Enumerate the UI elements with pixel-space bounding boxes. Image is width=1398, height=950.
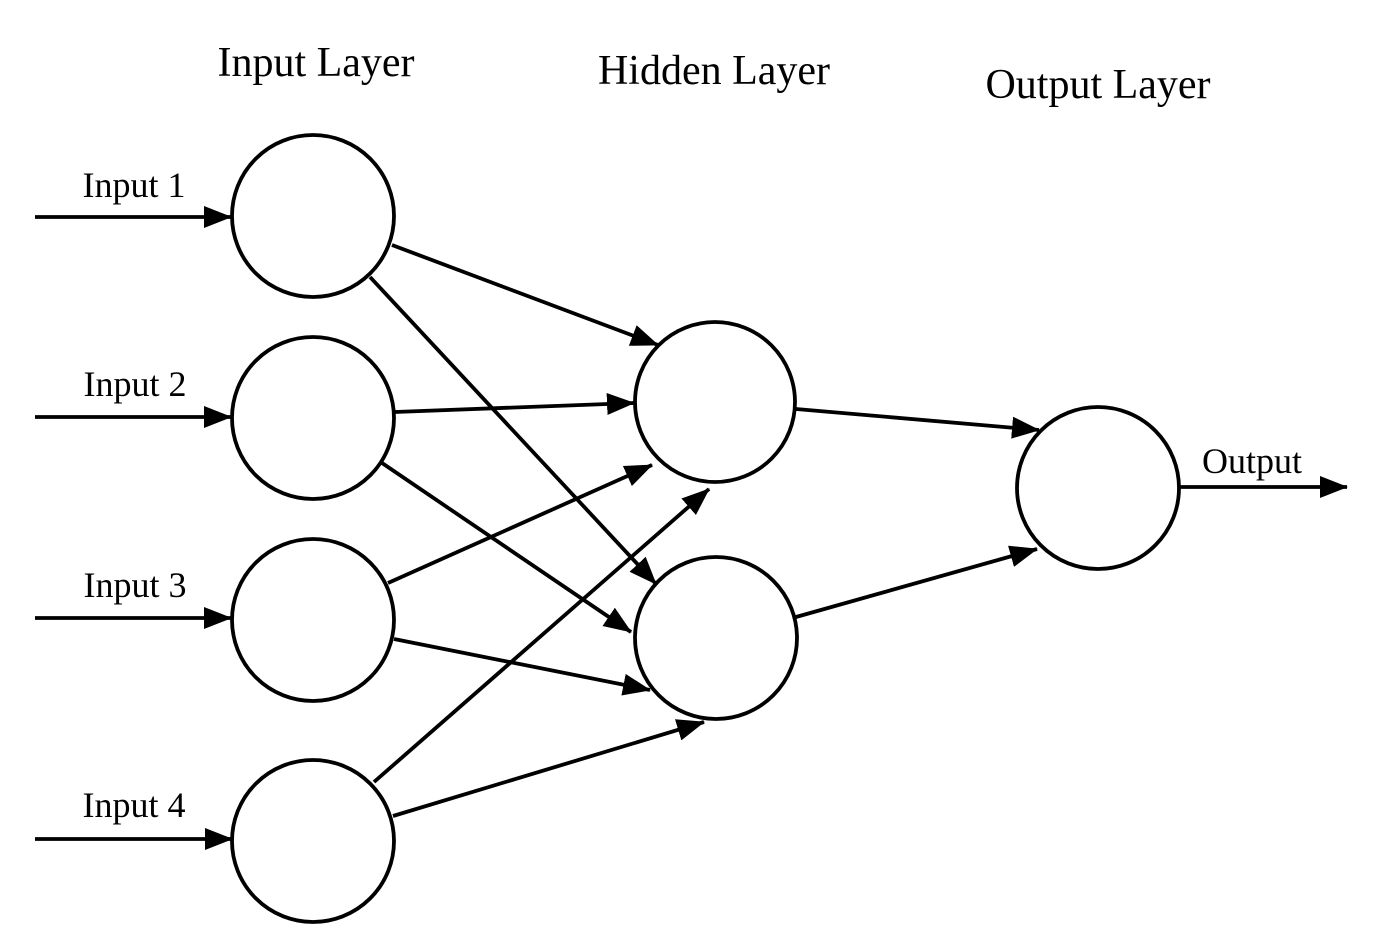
connection-input-2-hidden-1	[394, 393, 635, 416]
node-hidden-2	[633, 555, 799, 721]
connection-input-4-hidden-2	[392, 719, 705, 818]
node-input-2	[230, 335, 396, 501]
node-output-1	[1015, 405, 1181, 571]
connection-hidden-1-output-1	[795, 407, 1040, 439]
connection-input-2-hidden-2	[380, 461, 633, 634]
connection-input-3-hidden-1	[387, 463, 653, 585]
connections-group	[35, 206, 1348, 850]
node-input-4	[230, 758, 396, 924]
connection-hidden-2-output-1	[795, 545, 1038, 619]
layer-title-output: Output Layer	[985, 62, 1210, 108]
output-arrow-label: Output	[1202, 441, 1302, 481]
input-arrow-4-label: Input 4	[83, 785, 186, 825]
node-input-3	[230, 537, 396, 703]
input-arrow-1-label: Input 1	[83, 165, 186, 205]
input-arrow-2-label: Input 2	[84, 364, 187, 404]
connection-input-1-hidden-1	[391, 243, 659, 347]
connection-input-3-hidden-2	[393, 637, 651, 696]
layer-title-input: Input Layer	[217, 40, 414, 86]
node-input-1	[230, 133, 396, 299]
layer-title-hidden: Hidden Layer	[598, 48, 830, 94]
input-arrow-3-label: Input 3	[84, 565, 187, 605]
connection-input-1-hidden-2	[368, 275, 658, 586]
node-hidden-1	[633, 320, 797, 484]
nodes-group	[230, 133, 1181, 924]
labels-group: Input 1 Input 2 Input 3 Input 4 Output Input …	[83, 40, 1303, 825]
connection-input-4-hidden-1	[372, 487, 711, 784]
